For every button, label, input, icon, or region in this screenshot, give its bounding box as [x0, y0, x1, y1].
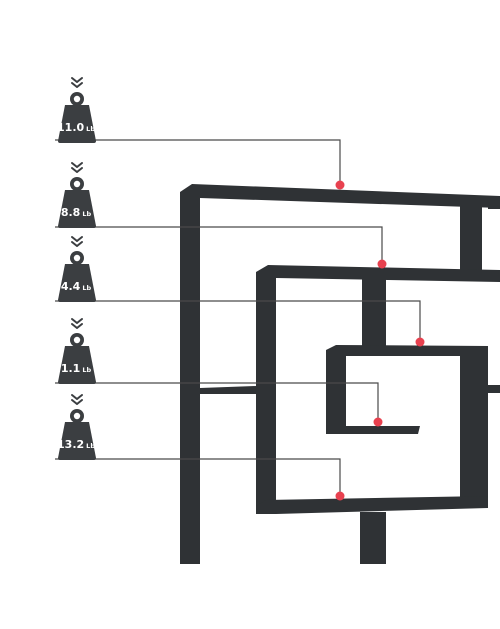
- weight-unit: Lb: [86, 442, 95, 450]
- leader-lines: [55, 139, 421, 496]
- load-marker-3: [415, 337, 425, 347]
- maze-shelf-unit: [180, 184, 500, 564]
- kettlebell-weight-icon: [58, 177, 96, 228]
- shelf-inner-left-post: [326, 350, 346, 434]
- weight-unit: Lb: [82, 210, 91, 218]
- leader-line-1: [55, 139, 341, 185]
- weight-number: 4.4: [61, 280, 81, 293]
- shelf-second-board: [256, 265, 500, 282]
- shelf-inner-right-post: [460, 352, 488, 500]
- load-marker-1: [335, 180, 345, 190]
- shelf-bottom-board: [256, 496, 488, 514]
- shelf-inner-right-stub: [488, 385, 500, 393]
- leader-line-3: [55, 300, 421, 342]
- weight-unit: Lb: [82, 284, 91, 292]
- kettlebell-weight-icon: [58, 251, 96, 302]
- leader-line-4: [55, 382, 379, 422]
- load-marker-2: [377, 259, 387, 269]
- kettlebell-weight-icon: [58, 409, 96, 460]
- kettlebell-weight-icon: [58, 92, 96, 143]
- load-marker-4: [373, 417, 383, 427]
- shelf-side-board: [200, 386, 256, 394]
- double-chevron-down-icon: [71, 394, 83, 405]
- shelf-center-post: [362, 278, 386, 346]
- weight-unit: Lb: [86, 125, 95, 133]
- kettlebell-weight-icon: [58, 333, 96, 384]
- shelf-lower-center-post: [360, 512, 386, 564]
- shelf-third-board: [326, 345, 488, 356]
- weight-number: 8.8: [61, 206, 81, 219]
- weight-unit: Lb: [82, 366, 91, 374]
- weight-number: 13.2: [57, 438, 84, 451]
- double-chevron-down-icon: [71, 77, 83, 88]
- shelf-top-board: [180, 184, 500, 212]
- shelf-right-upper-post: [460, 205, 482, 270]
- double-chevron-down-icon: [71, 236, 83, 247]
- shelf-right-edge-post: [488, 197, 500, 209]
- shelf-left-post: [180, 194, 200, 564]
- leader-line-2: [55, 226, 383, 264]
- leader-line-5: [55, 458, 341, 496]
- shelf-small-board: [326, 426, 420, 434]
- load-markers: [335, 180, 425, 501]
- double-chevron-down-icon: [71, 318, 83, 329]
- shelf-middle-left-post: [256, 272, 276, 512]
- double-chevron-down-icon: [71, 162, 83, 173]
- load-marker-5: [335, 491, 345, 501]
- weight-number: 11.0: [57, 121, 84, 134]
- weight-number: 1.1: [61, 362, 81, 375]
